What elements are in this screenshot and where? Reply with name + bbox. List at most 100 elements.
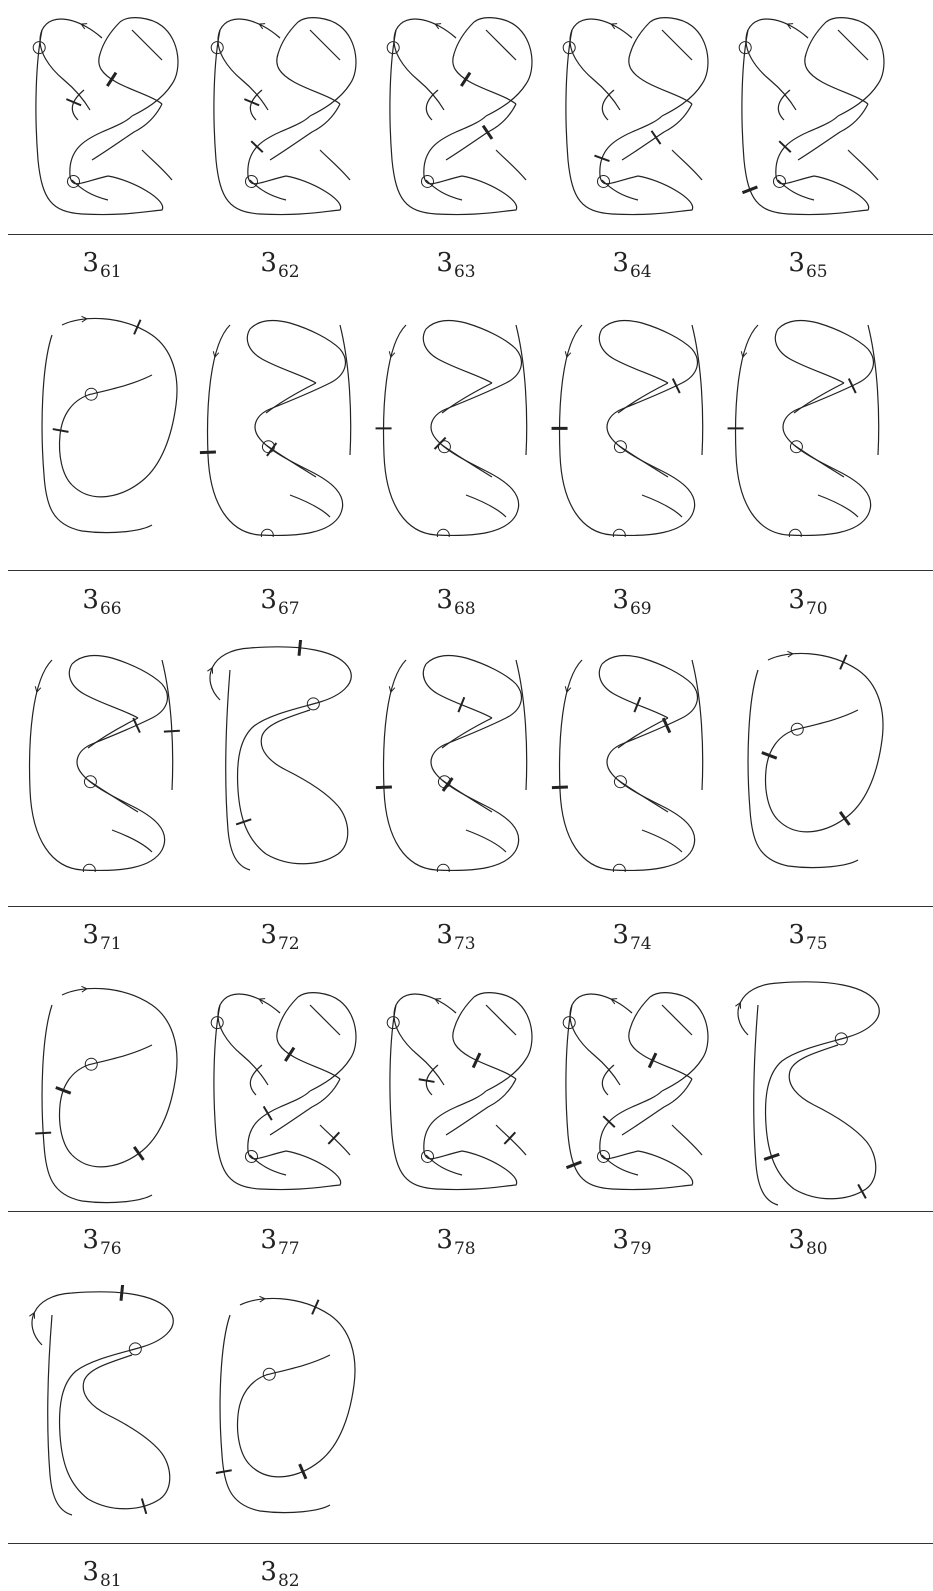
knot-arc: [778, 740, 882, 832]
knot-label: 365: [718, 248, 898, 281]
knot-diagram: [190, 305, 370, 537]
knot-label-base: 3: [436, 920, 453, 950]
bar-mark: [107, 73, 116, 86]
knot-arc: [607, 744, 662, 806]
knot-label-subscript: 72: [278, 934, 300, 954]
knot-arc: [218, 994, 280, 1085]
knot-arc: [453, 22, 516, 104]
knot-label-base: 3: [612, 248, 629, 278]
knot-diagram: [12, 975, 192, 1207]
knot-label: 373: [366, 920, 546, 953]
knot-label: 367: [190, 585, 370, 618]
knot-label-subscript: 80: [806, 1239, 828, 1259]
bar-mark: [216, 1470, 232, 1473]
knot-arc: [240, 1298, 355, 1385]
knot-arc: [142, 150, 172, 180]
knot-arc: [255, 409, 310, 471]
knot-arc: [662, 30, 692, 60]
knot-label: 378: [366, 1225, 546, 1258]
bar-mark: [376, 787, 392, 788]
knot-label: 375: [718, 920, 898, 953]
bar-mark: [35, 1133, 51, 1134]
knot-arc: [618, 718, 668, 748]
knot-arc: [442, 718, 492, 748]
knot-label: 382: [190, 1557, 370, 1590]
knot-arc: [672, 150, 702, 180]
knot-arc: [60, 1347, 142, 1435]
bar-mark: [300, 1464, 306, 1479]
knot-arc: [612, 806, 695, 870]
knot-arc: [466, 830, 506, 852]
knot-label-subscript: 63: [454, 262, 476, 282]
knot-arc: [486, 30, 516, 60]
knot-arc: [394, 994, 456, 1085]
knot-arc: [69, 664, 138, 718]
knot-arc: [260, 471, 343, 535]
knot-arc: [310, 30, 340, 60]
knot-arc: [431, 744, 486, 806]
knot-arc: [72, 656, 162, 684]
knot-arc: [602, 180, 638, 200]
knot-label: 376: [12, 1225, 192, 1258]
knot-arc: [794, 383, 844, 413]
knot-arc: [602, 656, 692, 684]
bar-mark: [53, 429, 69, 432]
knot-arc: [132, 30, 162, 60]
bar-mark: [134, 320, 140, 335]
knot-arc: [607, 409, 662, 471]
knot-label-subscript: 66: [100, 599, 122, 619]
knot-arc: [436, 806, 519, 870]
knot-arc: [692, 325, 703, 455]
knot-arc: [516, 325, 527, 455]
knot-arc: [423, 329, 492, 383]
knot-arc: [783, 409, 838, 471]
bar-mark: [200, 452, 216, 453]
knot-diagram: [190, 975, 370, 1207]
knot-label-subscript: 70: [806, 599, 828, 619]
knot-label-base: 3: [612, 1225, 629, 1255]
bar-mark: [483, 126, 492, 139]
knot-arc: [423, 664, 492, 718]
knot-arc: [746, 19, 808, 110]
knot-arc: [599, 329, 668, 383]
knot-arc: [805, 22, 868, 104]
knot-diagram: [12, 640, 192, 872]
knot-arc: [650, 18, 708, 116]
knot-label-subscript: 76: [100, 1239, 122, 1259]
knot-diagram: [718, 305, 898, 537]
knot-label: 362: [190, 248, 370, 281]
knot-arc: [250, 321, 340, 349]
knot-arc: [766, 1037, 848, 1125]
knot-arc: [60, 395, 89, 485]
knot-arc: [266, 1355, 330, 1375]
knot-arc: [261, 710, 310, 770]
knot-arc: [466, 495, 506, 517]
knot-arc: [266, 806, 348, 864]
knot-diagram: [12, 1285, 192, 1517]
knot-label-base: 3: [260, 248, 277, 278]
knot-diagram: [718, 0, 898, 232]
knot-arc: [298, 18, 356, 116]
knot-arc: [436, 471, 519, 535]
knot-arc: [340, 325, 351, 455]
knot-label-subscript: 73: [454, 934, 476, 954]
knot-arc: [602, 1155, 638, 1175]
knot-arc: [794, 710, 858, 730]
knot-label-subscript: 65: [806, 262, 828, 282]
knot-label: 372: [190, 920, 370, 953]
knot-label-subscript: 64: [630, 262, 652, 282]
bar-mark: [634, 697, 640, 712]
knot-arc: [768, 653, 883, 740]
knot-arc: [424, 116, 486, 184]
bar-mark: [461, 73, 470, 86]
knot-diagram: [366, 0, 546, 232]
knot-arc: [629, 22, 692, 104]
knot-arc: [426, 1155, 462, 1175]
knot-label-base: 3: [82, 248, 99, 278]
knot-arc: [88, 718, 138, 748]
knot-arc: [70, 116, 132, 184]
knot-arc: [629, 997, 692, 1079]
knot-arc: [72, 180, 108, 200]
knot-arc: [662, 1005, 692, 1035]
knot-label-subscript: 81: [100, 1571, 122, 1591]
